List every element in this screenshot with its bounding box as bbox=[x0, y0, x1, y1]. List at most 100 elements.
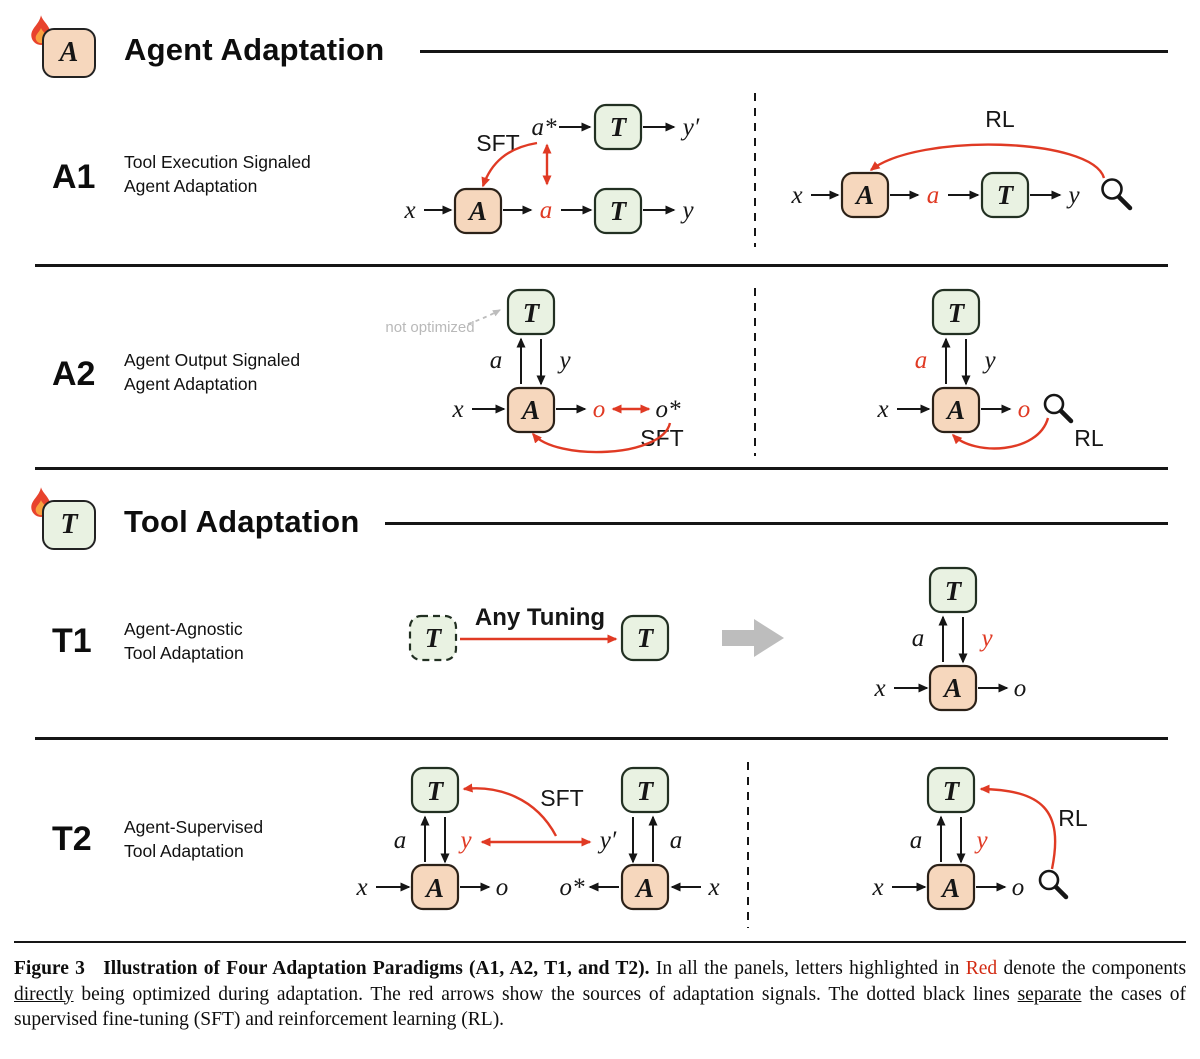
sym-a-red: a bbox=[927, 182, 940, 209]
agent-letter: A bbox=[59, 37, 79, 68]
sym-a-star: a* bbox=[532, 114, 558, 141]
sym-y: y bbox=[556, 347, 571, 374]
sft-label: SFT bbox=[476, 130, 519, 156]
sym-a: a bbox=[910, 827, 923, 854]
sym-o-star: o* bbox=[656, 396, 682, 423]
row-a2-desc: Agent Output Signaled Agent Adaptation bbox=[124, 348, 300, 396]
row-a2-desc-line1: Agent Output Signaled bbox=[124, 350, 301, 370]
rl-signal-arrow bbox=[979, 784, 1057, 870]
tool-box-before bbox=[408, 614, 458, 662]
t2-diagram: T a y A x o SFT y′ a T A o* x T a y bbox=[355, 762, 1088, 928]
rl-label: RL bbox=[1074, 425, 1104, 451]
agent-box bbox=[453, 187, 503, 235]
sym-y: y bbox=[679, 197, 694, 224]
adaptation-signal-arrow bbox=[481, 141, 538, 188]
caption-seg1: In all the panels, letters highlighted i… bbox=[655, 958, 960, 979]
agent-box bbox=[926, 863, 976, 911]
sym-o: o bbox=[496, 874, 509, 901]
tool-box bbox=[928, 566, 978, 614]
a2-diagram: not optimized T a y A x o o* SFT T a y A… bbox=[385, 288, 1104, 456]
rl-signal-arrow bbox=[951, 417, 1050, 450]
tool-box bbox=[506, 288, 556, 336]
agent-box bbox=[506, 386, 556, 434]
row-a1-desc: Tool Execution Signaled Agent Adaptation bbox=[124, 150, 311, 198]
tool-adaptation-title: Tool Adaptation bbox=[124, 504, 360, 539]
row-a1-label: A1 bbox=[52, 158, 96, 196]
figure-caption: Figure 3 Illustration of Four Adaptation… bbox=[14, 956, 1186, 1033]
sym-a-red: a bbox=[540, 197, 553, 224]
row-divider bbox=[35, 467, 1168, 470]
tool-letter: T bbox=[948, 298, 966, 328]
caption-title: Illustration of Four Adaptation Paradigm… bbox=[103, 958, 650, 979]
row-t1-desc-line2: Tool Adaptation bbox=[124, 643, 244, 663]
row-t2-desc-line2: Tool Adaptation bbox=[124, 841, 244, 861]
caption-underlined-directly: directly bbox=[14, 983, 74, 1005]
sft-label: SFT bbox=[540, 785, 583, 811]
sym-o: o bbox=[1012, 874, 1025, 901]
sym-x: x bbox=[707, 874, 719, 901]
sym-y-red: y bbox=[457, 827, 472, 854]
tool-box bbox=[931, 288, 981, 336]
agent-letter: A bbox=[424, 873, 444, 903]
caption-underlined-separate: separate bbox=[1017, 983, 1082, 1005]
magnifier-icon bbox=[1101, 178, 1133, 211]
agent-letter: A bbox=[467, 196, 487, 226]
rl-label: RL bbox=[1058, 805, 1088, 831]
magnifier-icon bbox=[1038, 869, 1069, 900]
caption-divider bbox=[14, 941, 1186, 943]
sym-o-red: o bbox=[1018, 396, 1031, 423]
agent-box bbox=[840, 171, 890, 219]
agent-box bbox=[931, 386, 981, 434]
agent-box-icon: A bbox=[42, 28, 96, 78]
agent-letter: A bbox=[940, 873, 960, 903]
tool-letter: T bbox=[610, 112, 628, 142]
row-t2-label: T2 bbox=[52, 820, 92, 858]
sym-x: x bbox=[871, 874, 883, 901]
row-t1-label: T1 bbox=[52, 622, 92, 660]
agent-letter: A bbox=[942, 673, 962, 703]
tool-box bbox=[980, 171, 1030, 219]
tool-box bbox=[410, 766, 460, 814]
row-divider bbox=[35, 264, 1168, 267]
tool-letter: T bbox=[60, 509, 78, 540]
sym-x: x bbox=[790, 182, 802, 209]
row-divider bbox=[35, 737, 1168, 740]
agent-letter: A bbox=[854, 180, 874, 210]
row-t2-desc-line1: Agent-Supervised bbox=[124, 817, 264, 837]
not-optimized-label: not optimized bbox=[385, 319, 474, 336]
adaptation-signal-arrow bbox=[462, 783, 558, 837]
agent-letter: A bbox=[520, 395, 540, 425]
sym-y: y bbox=[981, 347, 996, 374]
tool-letter: T bbox=[945, 576, 963, 606]
row-a1-desc-line2: Agent Adaptation bbox=[124, 176, 258, 196]
row-a1-desc-line1: Tool Execution Signaled bbox=[124, 152, 311, 172]
tool-letter: T bbox=[523, 298, 541, 328]
tool-letter: T bbox=[637, 776, 655, 806]
transform-arrow bbox=[722, 619, 784, 657]
agent-letter: A bbox=[634, 873, 654, 903]
sym-y: y bbox=[1065, 182, 1080, 209]
tool-box-icon: T bbox=[42, 500, 96, 550]
agent-box bbox=[410, 863, 460, 911]
sym-o-red: o bbox=[593, 396, 606, 423]
tool-title-rule bbox=[385, 522, 1168, 525]
sym-y-red: y bbox=[978, 625, 993, 652]
tool-box bbox=[593, 103, 643, 151]
sym-x: x bbox=[355, 874, 367, 901]
sym-x: x bbox=[876, 396, 888, 423]
tool-box-after bbox=[620, 614, 670, 662]
a1-diagram: SFT a* T y′ x A a T y x A a T y bbox=[403, 93, 1133, 247]
tool-box bbox=[593, 187, 643, 235]
sym-a: a bbox=[670, 827, 683, 854]
agent-title-rule bbox=[420, 50, 1168, 53]
sym-o-star: o* bbox=[560, 874, 586, 901]
any-tuning-label: Any Tuning bbox=[475, 604, 605, 631]
agent-letter: A bbox=[945, 395, 965, 425]
adaptation-signal-arrow bbox=[532, 422, 672, 454]
sym-a: a bbox=[394, 827, 407, 854]
caption-red-word: Red bbox=[965, 958, 998, 979]
sym-y-prime: y′ bbox=[680, 114, 700, 141]
tool-box bbox=[620, 766, 670, 814]
tool-letter: T bbox=[610, 196, 628, 226]
